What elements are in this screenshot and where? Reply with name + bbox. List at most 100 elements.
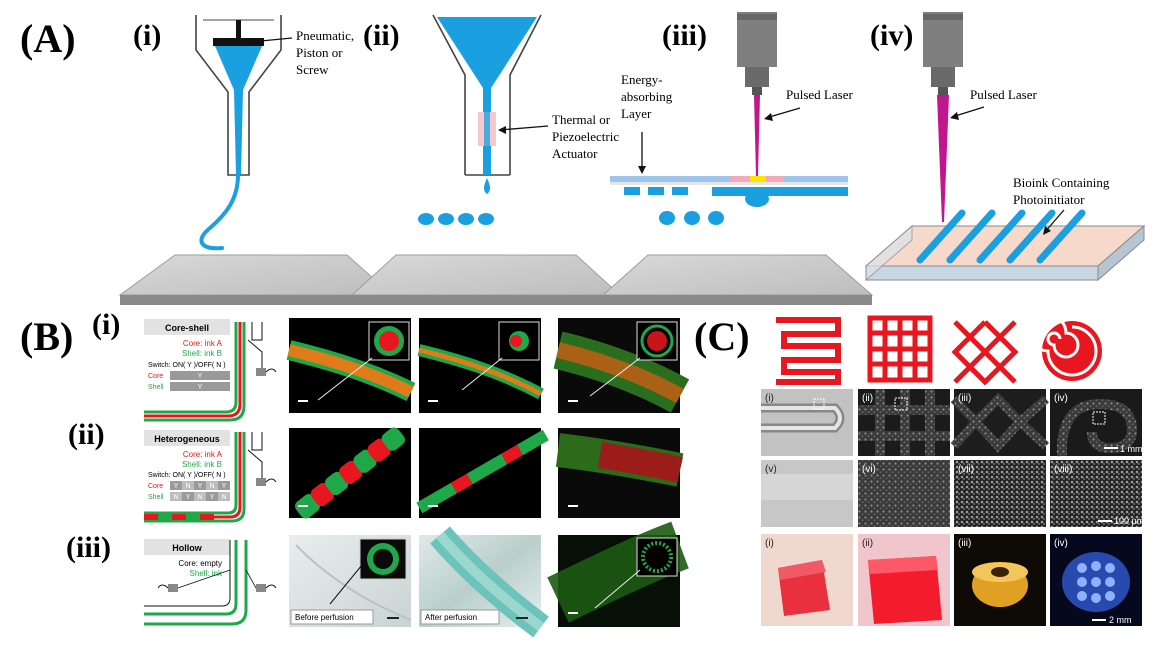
- nozzle-body: [432, 14, 542, 175]
- micrograph-zoom-lattice: (vii): [954, 460, 1046, 527]
- svg-text:Core: ink A: Core: ink A: [183, 450, 223, 459]
- sub-label-iv: (iv): [870, 19, 913, 52]
- svg-text:N: N: [221, 494, 226, 501]
- label: (iii): [958, 538, 971, 549]
- spiral-icon: [1028, 313, 1102, 381]
- hollow-before-perfusion-image: Before perfusion: [289, 535, 412, 627]
- laser-forward-transfer-schematic: (iii) Energy- absorbing: [601, 12, 874, 305]
- serpentine-icon: [776, 317, 841, 385]
- svg-text:Y: Y: [198, 483, 203, 490]
- bioink-reservoir: [215, 46, 262, 175]
- photo-printed-construct-2: (ii): [858, 534, 950, 626]
- micrograph-zoom-grid: (vi): [858, 460, 950, 527]
- printed-droplet: [659, 211, 675, 225]
- core-shell-fiber-image-2: [417, 318, 544, 413]
- title-box: [144, 319, 230, 335]
- annotation-pulsed-laser: Pulsed Laser: [786, 87, 853, 102]
- micrograph-serpentine: (i): [761, 389, 853, 456]
- label: (iii): [958, 393, 971, 404]
- panel-c: (C) (i): [694, 313, 1144, 626]
- printed-droplet: [458, 213, 474, 225]
- title-heterogeneous: Heterogeneous: [154, 434, 220, 444]
- caption-after-perfusion: After perfusion: [425, 613, 477, 622]
- bioink-layer: [712, 187, 848, 196]
- annotation-pulsed-laser: Pulsed Laser: [970, 87, 1037, 102]
- bioink-strand: [199, 173, 240, 251]
- printed-droplet: [478, 213, 494, 225]
- stage-plate: [601, 254, 874, 296]
- caption-before-perfusion: Before perfusion: [295, 613, 354, 622]
- switch-table: Y N Y N Y N Y N Y N: [170, 481, 230, 501]
- laser-beam: [937, 95, 949, 222]
- label: (v): [765, 464, 777, 475]
- annotation-energy-layer: Energy- absorbing Layer: [621, 72, 676, 121]
- svg-text:N: N: [209, 483, 214, 490]
- stage-edge: [120, 295, 392, 305]
- annotation-piston: Pneumatic, Piston or Screw: [296, 28, 357, 77]
- micrograph-zoom-serpentine: (v): [761, 460, 853, 527]
- svg-text:Switch: ON( Y )/OFF( N ): Switch: ON( Y )/OFF( N ): [148, 362, 226, 369]
- photo-printed-construct-3: (iii): [954, 534, 1046, 626]
- grid-icon: [867, 315, 933, 383]
- svg-text:Core: empty: Core: empty: [178, 559, 222, 568]
- photo-printed-construct-4: (iv) 2 mm: [1050, 534, 1142, 626]
- scale-bar-2mm: 2 mm: [1109, 615, 1132, 625]
- label: (ii): [862, 538, 873, 549]
- svg-text:Shell: ink B: Shell: ink B: [182, 349, 222, 358]
- annotation-photoinitiator: Bioink Containing Photoinitiator: [1013, 175, 1113, 207]
- energy-absorbing-layer: [610, 176, 848, 182]
- bioink-reservoir: [437, 17, 537, 88]
- hollow-tissue-image: [547, 521, 689, 627]
- printed-droplet: [438, 213, 454, 225]
- svg-text:Y: Y: [174, 483, 179, 490]
- micrograph-spiral: (iv) 1 mm: [1050, 389, 1143, 457]
- core-shell-tissue-image: [553, 318, 690, 413]
- droplet-printing-schematic: (ii) Thermal or Piezoelectric Actuator: [350, 14, 622, 305]
- extrusion-printing-schematic: (i) Pneumatic, Piston or Screw: [118, 15, 394, 305]
- core-shell-schematic: (i) Core-shell Core: ink A Shell: ink B …: [92, 308, 277, 422]
- label: (iv): [1054, 393, 1068, 404]
- scale-bar-100um: 100 µm: [1114, 516, 1144, 526]
- heterogeneous-fiber-image-2: [416, 428, 549, 518]
- lattice-icon: [951, 320, 1019, 386]
- svg-text:N: N: [173, 494, 178, 501]
- label: (vi): [862, 464, 876, 475]
- svg-text:Switch: ON( Y )/OFF( N ): Switch: ON( Y )/OFF( N ): [148, 472, 226, 479]
- micrograph-lattice: (iii): [950, 389, 1050, 456]
- label: (iv): [1054, 538, 1068, 549]
- sub-label-ii: (ii): [363, 19, 400, 52]
- segmented-filament: [144, 514, 214, 520]
- hollow-schematic: (iii) Hollow Core: empty Shell: ink: [66, 531, 277, 626]
- micrograph-grid: (ii): [858, 389, 950, 456]
- svg-text:Shell: Shell: [148, 384, 164, 391]
- heterogeneous-fiber-image-1: [289, 427, 411, 519]
- laser-head: [923, 12, 963, 67]
- title-box: [144, 539, 230, 555]
- panel-b-label: (B): [20, 314, 73, 359]
- scale-bar-1mm: 1 mm: [1120, 444, 1143, 454]
- svg-text:Core: ink A: Core: ink A: [183, 339, 223, 348]
- core-shell-fiber-image-1: [286, 318, 416, 413]
- label: (vii): [958, 464, 974, 475]
- svg-text:Shell: ink B: Shell: ink B: [182, 460, 222, 469]
- hollow-after-perfusion-image: After perfusion: [419, 526, 549, 638]
- svg-text:Y: Y: [198, 373, 203, 380]
- label: (i): [765, 538, 774, 549]
- laser-beam: [754, 95, 760, 176]
- title-core-shell: Core-shell: [165, 323, 209, 333]
- micrograph-zoom-spiral: (viii) 100 µm: [1050, 460, 1144, 527]
- laser-head: [737, 12, 777, 67]
- row-label-i: (i): [92, 308, 120, 341]
- piston: [213, 38, 264, 46]
- svg-text:Core: Core: [148, 373, 163, 380]
- annotation-actuator: Thermal or Piezoelectric Actuator: [552, 112, 622, 161]
- label: (ii): [862, 393, 873, 404]
- printed-droplet: [708, 211, 724, 225]
- panel-a-label: (A): [20, 16, 76, 61]
- heterogeneous-schematic: (ii) Heterogeneous Core: ink A Shell: in…: [68, 418, 277, 523]
- svg-text:Y: Y: [186, 494, 191, 501]
- svg-text:N: N: [197, 494, 202, 501]
- sub-label-iii: (iii): [662, 19, 707, 52]
- row-label-iii: (iii): [66, 531, 111, 564]
